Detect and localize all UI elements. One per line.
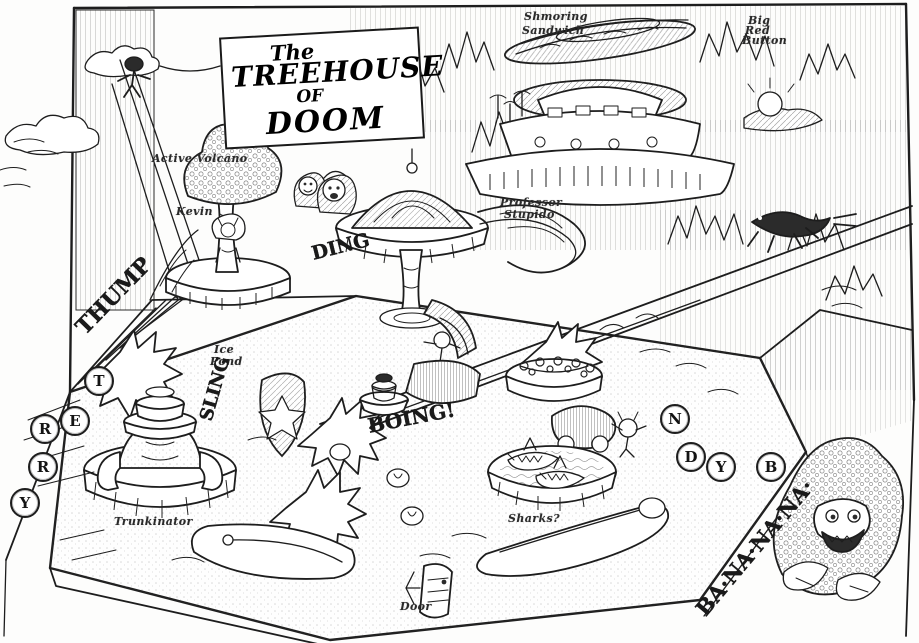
label-door: Door [400,600,432,613]
letter-token-b-8: B [756,452,786,482]
letter-token-e-1: E [60,406,90,436]
ground-doodles [171,313,739,563]
letter-token-y-4: Y [10,488,40,518]
doorway-and-ladder [405,563,453,619]
letter-token-n-5: N [660,404,690,434]
clouds [0,45,160,188]
label-ice-pond-2: Pond [210,355,243,368]
ice-pond-crystal [258,372,306,457]
title-sign: The TREEHOUSE OF DOOM [219,26,444,150]
oval-track-left [190,523,356,580]
jungle-creature [772,437,904,601]
sign-line-2: TREEHOUSE [230,49,445,95]
sign-line-4: DOOM [264,100,387,143]
label-kevin: Kevin [176,205,213,218]
label-big-red-button-2: Red [745,24,771,37]
spiky-platform [505,356,603,402]
oval-track-right [476,497,669,577]
label-ice-pond-1: Ice [214,343,235,356]
central-treehouse-hub [335,148,586,329]
letter-token-d-6: D [676,442,706,472]
label-big-red-button-1: Big [748,14,771,27]
label-shmoring-sandwich-2: Sandwich [522,24,585,37]
letter-token-y-7: Y [706,452,736,482]
label-professor-stupido-2: Stupido [504,208,555,221]
characters-group [211,170,357,263]
trunkinator-machine [83,386,237,518]
zipline-cables [111,56,221,301]
dark-vehicle [551,405,647,458]
flying-saucer-platform [465,77,823,206]
letter-token-r-2: R [30,414,60,444]
label-shmoring-sandwich-1: Shmoring [524,10,588,23]
label-active-volcano: Active Volcano [152,152,248,165]
label-professor-stupido-1: Professor [500,196,563,209]
spring-launcher [359,373,409,416]
letter-token-r-3: R [28,452,58,482]
active-volcano-and-tree [149,122,291,310]
slide-ramp [405,299,481,405]
label-trunkinator: Trunkinator [114,515,193,528]
label-big-red-button-3: Button [742,34,788,47]
label-sharks: Sharks? [508,512,560,525]
shmoring-sandwich-ufo [504,17,696,65]
coins [329,443,424,526]
shark-pool [487,437,617,511]
leaping-dog [747,211,863,309]
letter-token-t-0: T [84,366,114,396]
